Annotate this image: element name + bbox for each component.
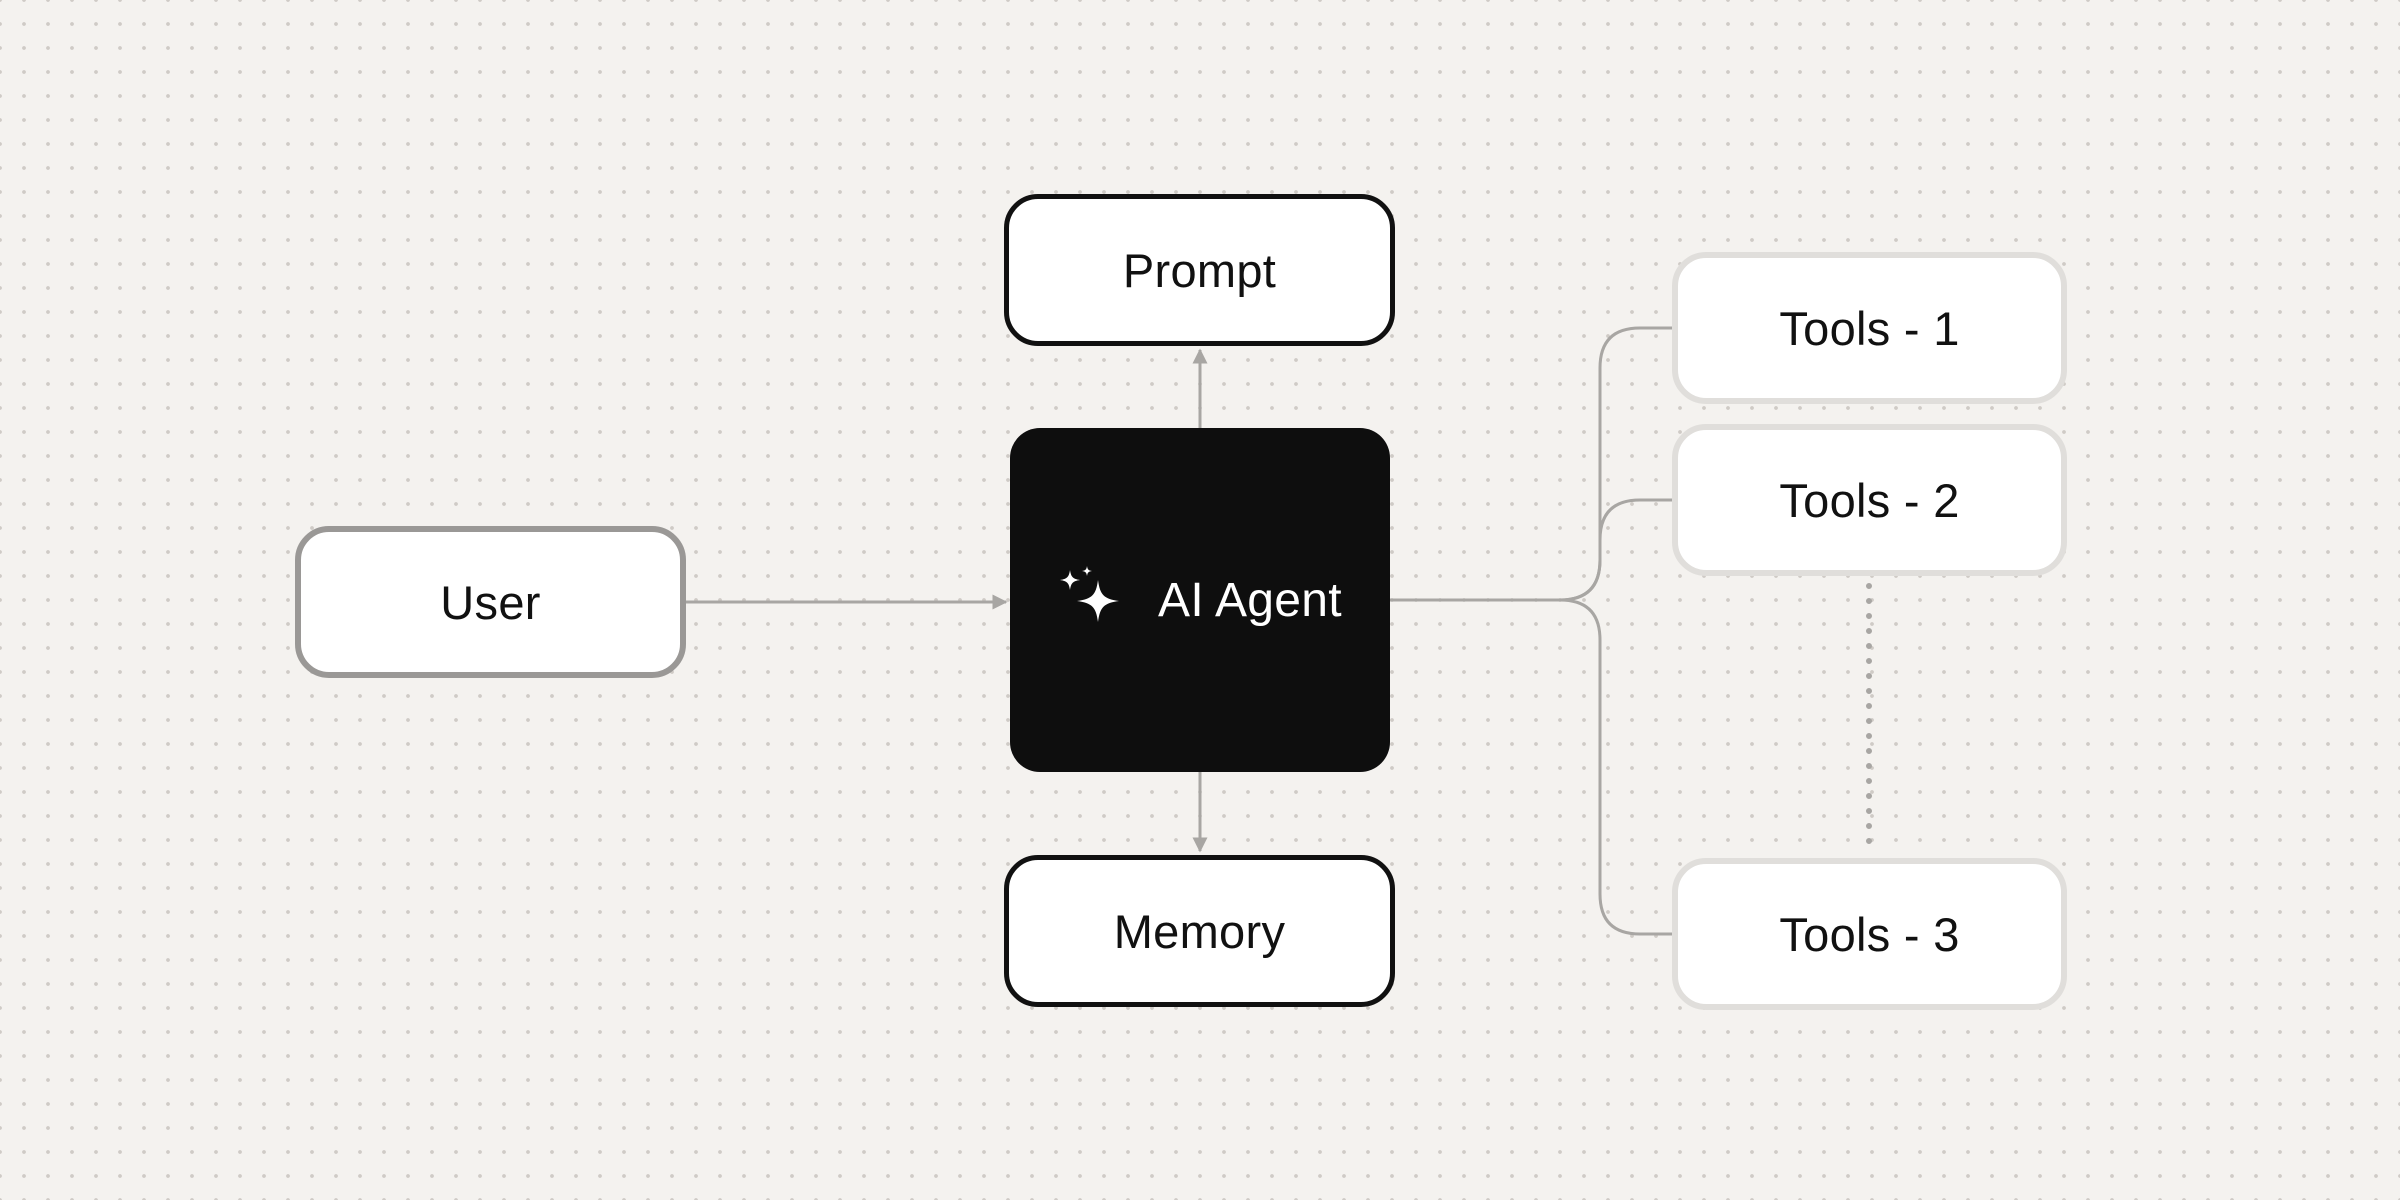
sparkles-icon bbox=[1060, 566, 1120, 622]
edge-agent-to-tools-2 bbox=[1559, 498, 1672, 602]
edge-agent-to-tools-3 bbox=[1559, 598, 1672, 936]
tools-2-node[interactable]: Tools - 2 bbox=[1672, 424, 2067, 576]
ai-agent-node[interactable]: AI Agent bbox=[1010, 428, 1390, 772]
edge-agent-to-tools-1 bbox=[1390, 326, 1672, 602]
ai-agent-content: AI Agent bbox=[1058, 566, 1342, 634]
memory-node-label: Memory bbox=[1113, 904, 1286, 958]
prompt-node-label: Prompt bbox=[1122, 243, 1277, 297]
prompt-node[interactable]: Prompt bbox=[1004, 194, 1395, 346]
ai-agent-label: AI Agent bbox=[1158, 573, 1342, 627]
tools-3-label: Tools - 3 bbox=[1779, 907, 1960, 961]
tools-1-label: Tools - 1 bbox=[1779, 301, 1960, 355]
tools-1-node[interactable]: Tools - 1 bbox=[1672, 252, 2067, 404]
user-node[interactable]: User bbox=[295, 526, 686, 678]
tools-3-node[interactable]: Tools - 3 bbox=[1672, 858, 2067, 1010]
memory-node[interactable]: Memory bbox=[1004, 855, 1395, 1007]
user-node-label: User bbox=[440, 575, 541, 629]
tools-2-label: Tools - 2 bbox=[1779, 473, 1960, 527]
